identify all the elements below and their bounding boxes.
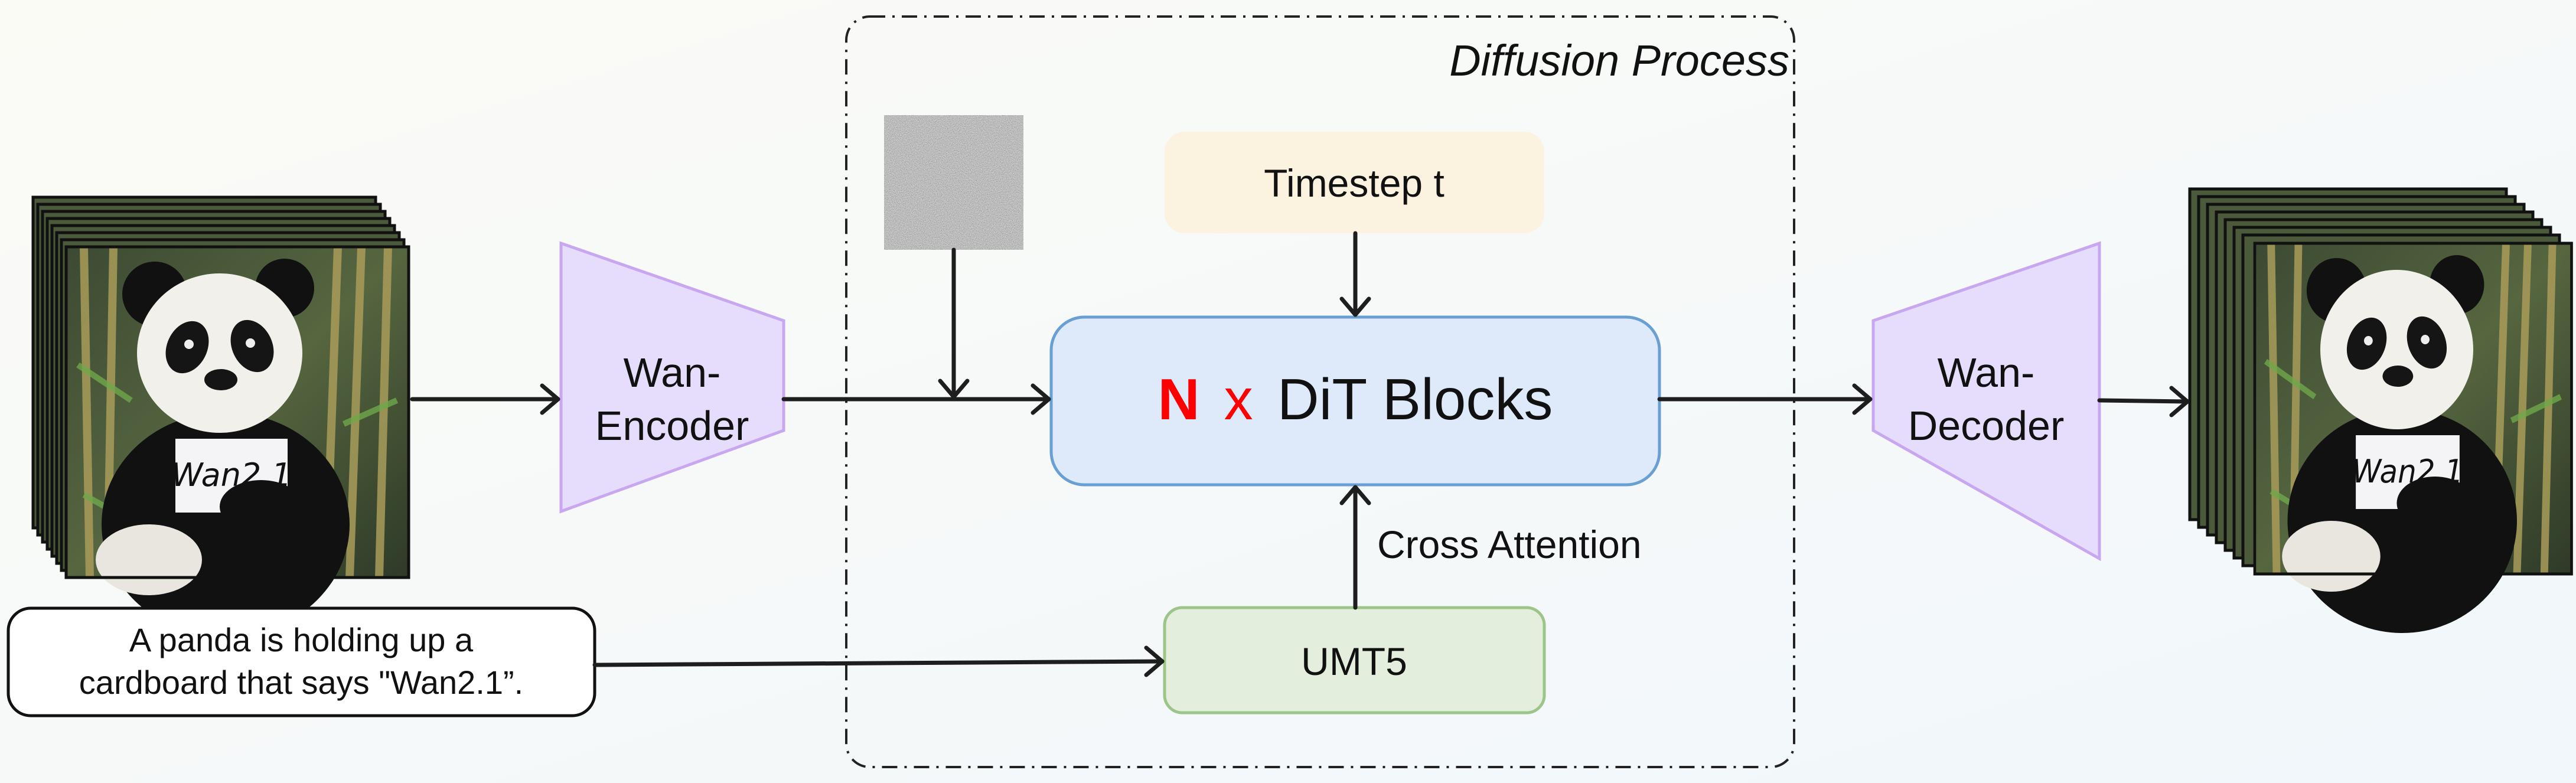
output-video-frames: Wan2.1 (2188, 187, 2572, 633)
arrow-encoder-to-dit (781, 383, 1051, 415)
wan-encoder: Wan- Encoder (559, 241, 785, 514)
timestep-label: Timestep t (1264, 161, 1444, 205)
diffusion-process-region: Diffusion Process (845, 15, 1795, 768)
decoder-label-line2: Decoder (1908, 403, 2065, 449)
cross-attention-label: Cross Attention (1377, 523, 1642, 566)
arrows (410, 231, 2190, 677)
prompt-line1: A panda is holding up a (129, 621, 474, 658)
output-frame-front: Wan2.1 (2255, 243, 2572, 633)
wan-decoder: Wan- Decoder (1871, 241, 2101, 562)
arrow-umt5-to-dit (1339, 485, 1371, 610)
dit-blocks-box: N x DiT Blocks (1049, 315, 1661, 487)
dit-count-n: N (1158, 367, 1200, 432)
svg-text:N x DiT Blocks: N x DiT Blocks (1158, 367, 1553, 432)
encoder-label-line1: Wan- (624, 350, 721, 396)
decoder-label-line1: Wan- (1938, 350, 2035, 396)
umt5-text-encoder-box: UMT5 (1163, 606, 1546, 715)
arrow-dit-to-decoder (1657, 383, 1873, 415)
prompt-line2: cardboard that says "Wan2.1”. (79, 664, 523, 701)
arrow-decoder-to-video (2097, 386, 2190, 417)
arrow-prompt-to-umt5 (592, 645, 1165, 677)
dit-blocks-label: DiT Blocks (1277, 367, 1553, 432)
diffusion-process-title: Diffusion Process (1449, 36, 1789, 85)
arrow-timestep-to-dit (1339, 231, 1371, 317)
dit-times-symbol: x (1224, 367, 1253, 432)
arrow-video-to-encoder (410, 383, 560, 415)
umt5-label: UMT5 (1301, 640, 1407, 683)
noise-latent-image (884, 115, 1023, 250)
timestep-box: Timestep t (1165, 132, 1544, 233)
text-prompt-box: A panda is holding up a cardboard that s… (6, 606, 596, 717)
input-frame-front: Wan2.1 (66, 247, 409, 637)
encoder-label-line2: Encoder (595, 403, 749, 449)
arrow-noise-to-latent (938, 247, 970, 399)
input-video-frames: Wan2.1 (31, 195, 409, 637)
